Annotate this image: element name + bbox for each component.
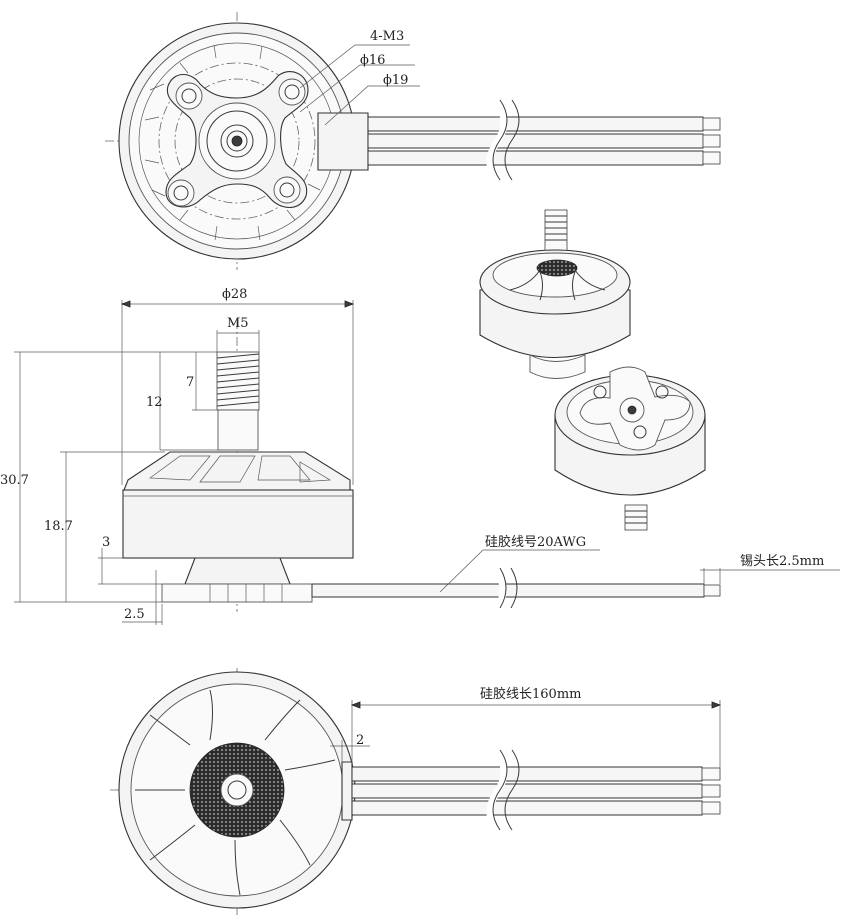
total-height-label: 30.7	[0, 473, 29, 488]
bolt-holes	[167, 78, 306, 207]
top-view-wires	[367, 99, 721, 185]
base-thickness-label: 2.5	[124, 607, 145, 622]
side-view: ϕ28 M5 7 12	[0, 287, 840, 625]
motor-body-side	[122, 489, 354, 559]
tin-length-label: 锡头长2.5mm	[740, 554, 824, 569]
exit-offset-label: 2	[356, 733, 364, 748]
dia-28-label: ϕ28	[222, 287, 247, 302]
stator-slots	[144, 44, 321, 241]
dia-19-label: ϕ19	[383, 73, 408, 88]
thread-length-label: 7	[186, 375, 194, 390]
iso-view-upright	[479, 209, 631, 379]
bolt-count-label: 4-M3	[370, 29, 404, 44]
thread-label: M5	[227, 316, 249, 331]
bell-spokes	[135, 689, 336, 896]
wire-length-label: 硅胶线长160mm	[480, 686, 581, 702]
bottom-view: 2 硅胶线长160mm	[110, 668, 722, 915]
wire-gauge-label: 硅胶线号20AWG	[485, 534, 586, 550]
shaft-length-label: 12	[146, 395, 163, 410]
iso-view-mount	[554, 366, 706, 531]
dia-16-label: ϕ16	[360, 53, 385, 68]
base-gap-label: 3	[102, 535, 110, 550]
top-view: 4-M3 ϕ16 ϕ19	[105, 12, 721, 270]
body-height-label: 18.7	[44, 519, 73, 534]
bottom-view-wires	[351, 749, 721, 835]
